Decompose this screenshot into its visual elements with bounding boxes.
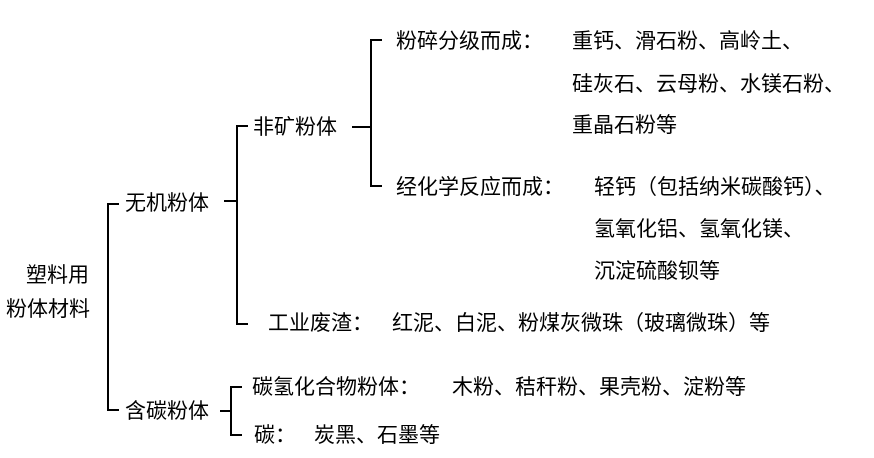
carbonaceous-label: 含碳粉体 — [125, 399, 209, 423]
inorganic-out-line — [224, 200, 238, 202]
non-mineral-label: 非矿粉体 — [253, 115, 337, 139]
connector-to-carbonaceous — [107, 409, 119, 411]
connector-to-chemical — [370, 185, 382, 187]
inorganic-bracket-line — [236, 125, 238, 325]
industrial-waste-label: 工业废渣： — [268, 311, 373, 335]
crushing-items-line3: 重晶石粉等 — [572, 113, 677, 137]
chemical-items-line2: 氢氧化铝、氢氧化镁、 — [594, 217, 804, 241]
connector-to-inorganic — [107, 203, 119, 205]
root-label-line1: 塑料用 — [26, 263, 89, 287]
connector-to-crushing — [370, 39, 382, 41]
crushing-label: 粉碎分级而成： — [396, 29, 543, 53]
carbonaceous-bracket-line — [230, 386, 232, 436]
carbohydrate-label: 碳氢化合物粉体： — [252, 375, 420, 399]
chemical-items-line1: 轻钙（包括纳米碳酸钙）、 — [594, 175, 836, 199]
connector-to-industrial-waste — [236, 323, 248, 325]
non-mineral-out-line — [352, 126, 372, 128]
carbonaceous-out-line — [220, 410, 232, 412]
industrial-waste-items: 红泥、白泥、粉煤灰微珠（玻璃微珠）等 — [392, 311, 770, 335]
chemical-items-line3: 沉淀硫酸钡等 — [594, 259, 720, 283]
chemical-label: 经化学反应而成： — [396, 175, 564, 199]
carbon-items: 炭黑、石墨等 — [314, 423, 440, 447]
connector-to-carbon — [230, 434, 242, 436]
inorganic-label: 无机粉体 — [125, 191, 209, 215]
root-label-line2: 粉体材料 — [6, 297, 90, 321]
carbohydrate-items: 木粉、秸秆粉、果壳粉、淀粉等 — [452, 375, 746, 399]
root-bracket-line — [107, 203, 109, 411]
crushing-items-line2: 硅灰石、云母粉、水镁石粉、 — [572, 72, 845, 96]
connector-to-non-mineral — [236, 125, 248, 127]
non-mineral-bracket-line — [370, 39, 372, 187]
carbon-label: 碳： — [254, 423, 296, 447]
connector-to-carbohydrate — [230, 386, 242, 388]
crushing-items-line1: 重钙、滑石粉、高岭土、 — [572, 29, 803, 53]
